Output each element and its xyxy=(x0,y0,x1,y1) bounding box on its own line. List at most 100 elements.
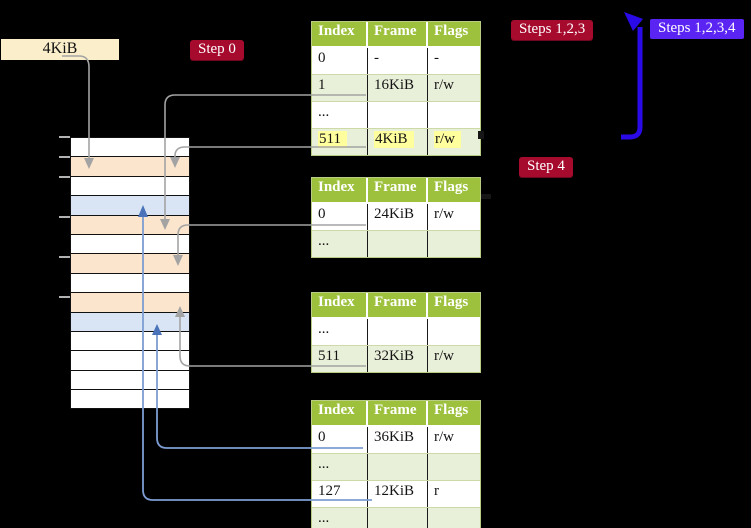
flags-cell: r/w xyxy=(434,77,454,93)
frame-cell: 16KiB xyxy=(368,75,428,101)
memory-tick xyxy=(59,176,70,178)
flags-cell xyxy=(428,319,480,345)
table-row: 0-- xyxy=(312,48,480,74)
memory-row-12 xyxy=(71,350,189,370)
memory-row-11 xyxy=(71,330,189,351)
flags-cell: r/w xyxy=(434,429,454,445)
flags-cell: r/w xyxy=(428,129,480,155)
index-cell: ... xyxy=(312,319,368,345)
memory-row-5 xyxy=(71,214,189,234)
index-cell: ... xyxy=(312,508,368,528)
col-header-index: Index xyxy=(312,401,368,425)
flags-cell: r xyxy=(434,483,439,499)
frame-cell: 4KiB xyxy=(368,129,428,155)
index-cell: 0 xyxy=(312,427,368,453)
frame-cell: 36KiB xyxy=(368,427,428,453)
flags-cell xyxy=(428,454,480,480)
col-header-frame: Frame xyxy=(368,293,428,317)
highlighted-value: 4KiB xyxy=(374,131,414,148)
col-header-index: Index xyxy=(312,293,368,317)
memory-tick xyxy=(59,156,70,158)
index-cell: 127 xyxy=(312,481,368,507)
memory-tick xyxy=(59,216,70,218)
steps1234-badge: Steps 1,2,3,4 xyxy=(650,19,744,39)
index-cell: 511 xyxy=(312,346,368,372)
frame-cell: 32KiB xyxy=(368,346,428,372)
table-row: ... xyxy=(312,101,480,128)
col-header-flags: Flags xyxy=(434,179,469,195)
memory-row-3 xyxy=(71,175,189,196)
index-cell: 511 xyxy=(312,129,368,155)
memory-row-14 xyxy=(71,389,189,409)
frame-cell: 24KiB xyxy=(368,204,428,230)
flags-cell: - xyxy=(434,50,439,66)
flags-cell xyxy=(428,231,480,257)
memory-row-1 xyxy=(71,138,189,157)
index-cell: ... xyxy=(312,454,368,480)
col-header-index: Index xyxy=(312,22,368,46)
step0-badge: Step 0 xyxy=(190,40,244,60)
index-cell: ... xyxy=(312,231,368,257)
big-blue-arrowhead-icon xyxy=(624,12,643,31)
frame-cell xyxy=(368,508,428,528)
frame-cell: - xyxy=(368,48,428,74)
frame-cell: 12KiB xyxy=(368,481,428,507)
memory-tick xyxy=(59,296,70,298)
frame-cell xyxy=(368,231,428,257)
memory-row-8 xyxy=(71,272,189,293)
physical-memory-column xyxy=(70,137,190,410)
col-header-flags: Flags xyxy=(434,402,469,418)
frame-cell xyxy=(368,319,428,345)
memory-row-13 xyxy=(71,369,189,390)
highlighted-value: 511 xyxy=(318,131,347,148)
flags-cell: r/w xyxy=(434,348,454,364)
index-cell: 0 xyxy=(312,48,368,74)
step4-badge: Step 4 xyxy=(519,157,573,177)
col-header-frame: Frame xyxy=(368,22,428,46)
index-cell: ... xyxy=(312,102,368,128)
col-header-flags: Flags xyxy=(434,294,469,310)
flags-cell xyxy=(428,102,480,128)
page-size-label: 4KiB xyxy=(1,39,119,60)
memory-tick xyxy=(59,136,70,138)
col-header-flags: Flags xyxy=(434,23,469,39)
table-row: 511 4KiB r/w xyxy=(312,128,480,155)
table-row: ... xyxy=(312,453,480,480)
big-blue-arrow xyxy=(621,27,643,140)
table-row: ... xyxy=(312,507,480,528)
memory-row-6 xyxy=(71,233,189,254)
highlighted-value: r/w xyxy=(434,131,461,148)
memory-row-4 xyxy=(71,195,189,215)
frame-cell xyxy=(368,454,428,480)
black-arrow-nub-icon xyxy=(481,194,491,199)
steps123-badge: Steps 1,2,3 xyxy=(511,20,594,40)
memory-row-10 xyxy=(71,311,189,331)
memory-row-9 xyxy=(71,292,189,312)
table-row: ... xyxy=(312,319,480,345)
flags-cell xyxy=(428,508,480,528)
memory-row-7 xyxy=(71,253,189,273)
memory-tick xyxy=(59,256,70,258)
memory-row-2 xyxy=(71,156,189,176)
index-cell: 1 xyxy=(312,75,368,101)
col-header-index: Index xyxy=(312,178,368,202)
flags-cell: r/w xyxy=(434,206,454,222)
col-header-frame: Frame xyxy=(368,178,428,202)
table-row: ... xyxy=(312,230,480,257)
col-header-frame: Frame xyxy=(368,401,428,425)
index-cell: 0 xyxy=(312,204,368,230)
